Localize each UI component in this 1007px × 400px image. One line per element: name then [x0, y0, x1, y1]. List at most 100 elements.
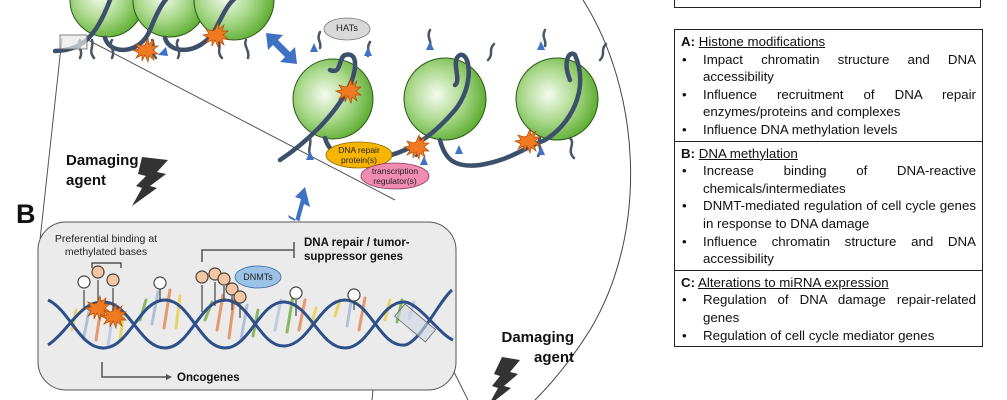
open-chromatin	[277, 28, 608, 168]
zoom-region-box	[394, 303, 437, 343]
section-title: Alterations to miRNA expression	[698, 274, 889, 290]
legend-item: Increase binding of DNA-reactive chemica…	[681, 162, 976, 197]
section-letter: B:	[681, 145, 696, 161]
damaging-agent-line: Damaging	[66, 152, 139, 169]
legend-item: Regulation of DNA damage repair-related …	[681, 291, 976, 326]
epigenetics-diagram	[37, 0, 632, 400]
histone-tail	[486, 42, 496, 62]
dna-repair-protein-label: DNA repair protein(s)	[338, 145, 380, 165]
damaging-agent-label: Damaging agent	[66, 151, 139, 191]
unmethylated-cpg	[347, 288, 361, 302]
legend-section-methylation: B: DNA methylation Increase binding of D…	[675, 142, 982, 271]
dna-repair-protein-ellipse	[325, 141, 393, 169]
legend-item: Influence DNA methylation levels	[681, 121, 976, 139]
methylated-cpg	[225, 282, 239, 296]
arrow-head	[166, 374, 172, 380]
dna-helix	[47, 288, 454, 350]
acetyl-mark	[426, 41, 434, 50]
dna-damage-marks	[83, 294, 127, 330]
dna-repair-genes-label: DNA repair / tumor-suppressor genes	[304, 237, 410, 263]
methylated-cpg	[233, 290, 247, 304]
damage-star	[99, 302, 127, 330]
top-box-cropped	[674, 0, 981, 8]
activation-arrow	[101, 362, 166, 378]
legend-section-mirna: C: Alterations to miRNA expression Regul…	[675, 271, 982, 346]
damage-star	[201, 21, 229, 49]
legend-section-heading: A: Histone modifications	[681, 33, 976, 51]
transcription-regulator-ellipse	[360, 162, 430, 190]
histone-tail	[542, 28, 547, 48]
histone-tail	[175, 38, 181, 60]
legend-list: Increase binding of DNA-reactive chemica…	[681, 162, 976, 268]
legend-list: Impact chromatin structure and DNA acces…	[681, 51, 976, 139]
hats-label: HATs	[336, 23, 358, 34]
histone-tail	[317, 30, 322, 50]
damaging-agent-line: agent	[66, 172, 107, 189]
acetyl-mark	[420, 156, 428, 165]
histone	[193, 0, 275, 41]
double-arrow	[266, 33, 310, 226]
section-letter: A:	[681, 34, 696, 49]
damage-star	[131, 36, 159, 64]
section-title: DNA methylation	[698, 145, 798, 161]
zoom-region-box	[59, 34, 88, 50]
dna-strand	[47, 298, 454, 350]
double-arrow-shape	[266, 33, 297, 64]
histone-tail	[244, 38, 250, 60]
transcription-regulator-label: transcription regulator(s)	[371, 166, 419, 186]
damage-star	[402, 133, 430, 161]
condensed-chromatin	[52, 0, 275, 60]
histone-tail	[598, 42, 608, 62]
legend-list: Regulation of DNA damage repair-related …	[681, 291, 976, 344]
histone-tail	[568, 136, 576, 160]
methylated-cpg	[91, 265, 105, 279]
section-title: Histone modifications	[698, 34, 826, 49]
acetyl-mark	[455, 145, 463, 154]
legend-section-heading: C: Alterations to miRNA expression	[681, 274, 976, 292]
bracket	[91, 262, 122, 268]
lightning-bolt-icon	[491, 357, 520, 400]
legend-item: Influence chromatin structure and DNA ac…	[681, 233, 976, 268]
dnmts-ellipse	[234, 265, 282, 289]
acetyl-mark	[364, 47, 372, 56]
legend-item: DNMT-mediated regulation of cell cycle g…	[681, 197, 976, 232]
hats-ellipse	[323, 17, 371, 41]
dna-strand	[47, 288, 454, 350]
section-letter: C:	[681, 274, 696, 290]
acetyl-mark	[306, 151, 314, 160]
damaging-agent-line: agent	[533, 349, 574, 366]
dna-damage-marks	[131, 21, 541, 161]
lightning-bolt-icon	[132, 157, 168, 206]
zoom-line	[87, 39, 396, 201]
damage-star	[334, 77, 362, 105]
legend-item: Regulation of cell cycle mediator genes	[681, 327, 976, 345]
unmethylated-cpg	[289, 286, 303, 300]
legend-item: Impact chromatin structure and DNA acces…	[681, 51, 976, 86]
legend-box: A: Histone modifications Impact chromati…	[674, 29, 983, 348]
damaging-agent-line: Damaging	[501, 329, 574, 346]
zoom-circle-outline	[534, 0, 632, 400]
zoom-line	[39, 37, 63, 241]
methylated-cpg	[217, 272, 231, 286]
methylated-cpg	[195, 270, 209, 284]
legend-section-histone: A: Histone modifications Impact chromati…	[675, 30, 982, 142]
panel-b-letter: B	[16, 199, 36, 229]
methylation-marks	[77, 265, 361, 318]
acetyl-mark	[158, 47, 168, 56]
damage-star	[83, 294, 111, 322]
histone-tail	[90, 38, 96, 60]
histone-tail	[109, 38, 115, 60]
inhibition-line	[201, 242, 295, 262]
legend-section-heading: B: DNA methylation	[681, 145, 976, 163]
preferential-binding-label: Preferential binding at methylated bases	[54, 233, 158, 258]
unmethylated-cpg	[153, 276, 167, 290]
histone	[515, 57, 599, 141]
legend-item: Influence recruitment of DNA repair enzy…	[681, 86, 976, 121]
acetyl-mark	[310, 43, 318, 52]
dna-strand	[277, 52, 358, 163]
unmethylated-cpg	[77, 275, 91, 289]
acetyl-mark	[537, 146, 545, 155]
histone	[403, 57, 487, 141]
oncogenes-label: Oncogenes	[177, 372, 240, 384]
damage-star	[513, 127, 541, 155]
